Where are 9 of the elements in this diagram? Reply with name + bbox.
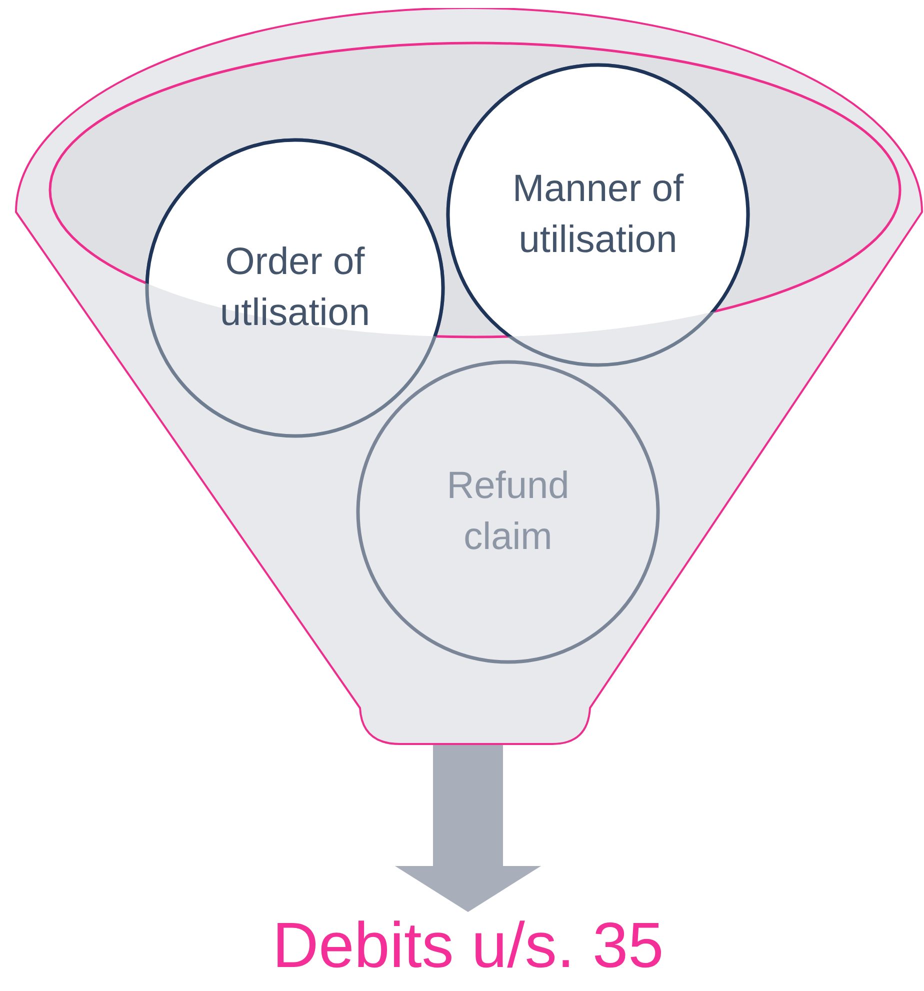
circle-shape — [144, 137, 446, 439]
circle-label: Manner of utilisation — [511, 166, 685, 263]
circle-shape — [355, 359, 661, 665]
circle-label: Refund claim — [446, 464, 570, 560]
circle-label: Order of utlisation — [219, 240, 371, 336]
result-label: Debits u/s. 35 — [272, 908, 664, 982]
down-arrow — [395, 745, 541, 912]
circle-shape — [445, 62, 751, 368]
funnel-shape — [12, 8, 924, 746]
